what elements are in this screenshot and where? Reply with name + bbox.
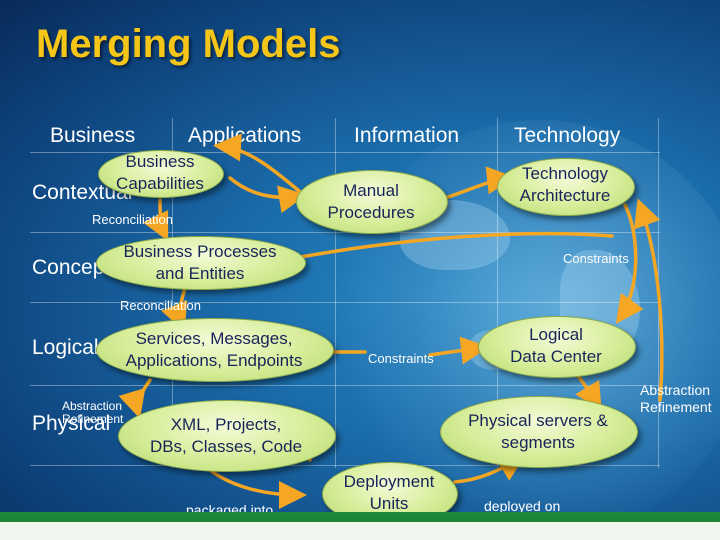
label-abstraction-left: Abstraction Refinement bbox=[62, 400, 123, 426]
node-line: Architecture bbox=[519, 186, 611, 205]
node-business-processes bbox=[96, 236, 306, 290]
node-xml-projects-text: XML, Projects, DBs, Classes, Code bbox=[118, 414, 334, 458]
node-line: XML, Projects, bbox=[170, 415, 282, 434]
grid-line bbox=[335, 118, 336, 468]
node-line: Logical bbox=[529, 325, 583, 344]
node-line: Procedures bbox=[327, 203, 415, 222]
column-header-business: Business bbox=[50, 124, 136, 147]
column-header-information: Information bbox=[354, 124, 460, 147]
node-physical-servers bbox=[440, 396, 638, 468]
label-constraints-2: Constraints bbox=[368, 351, 434, 366]
page-title: Merging Models bbox=[36, 22, 341, 66]
node-line: and Entities bbox=[155, 264, 245, 283]
node-business-processes-text: Business Processes and Entities bbox=[96, 241, 304, 285]
node-logical-data-center bbox=[478, 316, 636, 378]
column-header-technology: Technology bbox=[514, 124, 621, 147]
row-label-logical: Logical bbox=[32, 336, 99, 359]
node-technology-architecture bbox=[497, 158, 635, 216]
node-services-messages bbox=[96, 318, 334, 382]
node-technology-architecture-text: Technology Architecture bbox=[497, 163, 633, 207]
label-line: Abstraction bbox=[62, 399, 123, 413]
node-business-capabilities bbox=[98, 150, 224, 198]
node-manual-procedures bbox=[296, 170, 448, 234]
grid-line bbox=[30, 465, 660, 466]
node-physical-servers-text: Physical servers & segments bbox=[440, 410, 636, 454]
node-line: Business bbox=[125, 152, 195, 171]
node-line: Technology bbox=[521, 164, 608, 183]
node-manual-procedures-text: Manual Procedures bbox=[296, 180, 446, 224]
footer-strip bbox=[0, 522, 720, 540]
label-constraints-1: Constraints bbox=[563, 251, 629, 266]
label-deployed-on: deployed on bbox=[484, 498, 561, 514]
node-line: Business Processes bbox=[123, 242, 277, 261]
grid-line bbox=[30, 385, 660, 386]
node-line: Physical servers & bbox=[468, 411, 608, 430]
label-line: Refinement bbox=[640, 399, 712, 415]
label-line: Abstraction bbox=[640, 382, 711, 398]
node-line: Units bbox=[369, 494, 409, 513]
row-label-physical: Physical bbox=[32, 412, 111, 435]
grid-line bbox=[30, 302, 660, 303]
grid-line bbox=[497, 118, 498, 468]
node-logical-data-center-text: Logical Data Center bbox=[478, 324, 634, 368]
node-line: Deployment bbox=[343, 472, 435, 491]
node-line: Services, Messages, bbox=[135, 329, 293, 348]
node-line: Data Center bbox=[510, 347, 602, 366]
node-line: Capabilities bbox=[116, 174, 204, 193]
node-business-capabilities-text: Business Capabilities bbox=[98, 151, 222, 195]
label-line: Refinement bbox=[62, 412, 124, 426]
grid-line bbox=[172, 118, 173, 468]
label-abstraction-right: Abstraction Refinement bbox=[640, 382, 712, 416]
label-reconciliation-1: Reconciliation bbox=[92, 212, 173, 227]
node-services-messages-text: Services, Messages, Applications, Endpoi… bbox=[96, 328, 332, 372]
grid-line bbox=[30, 152, 660, 153]
node-line: DBs, Classes, Code bbox=[149, 437, 303, 456]
node-line: Manual bbox=[343, 181, 399, 200]
label-reconciliation-2: Reconciliation bbox=[120, 298, 201, 313]
node-line: segments bbox=[501, 433, 575, 452]
grid-line bbox=[30, 232, 660, 233]
node-deployment-units-text: Deployment Units bbox=[322, 471, 456, 515]
node-xml-projects bbox=[118, 400, 336, 472]
node-line: Applications, Endpoints bbox=[125, 351, 303, 370]
